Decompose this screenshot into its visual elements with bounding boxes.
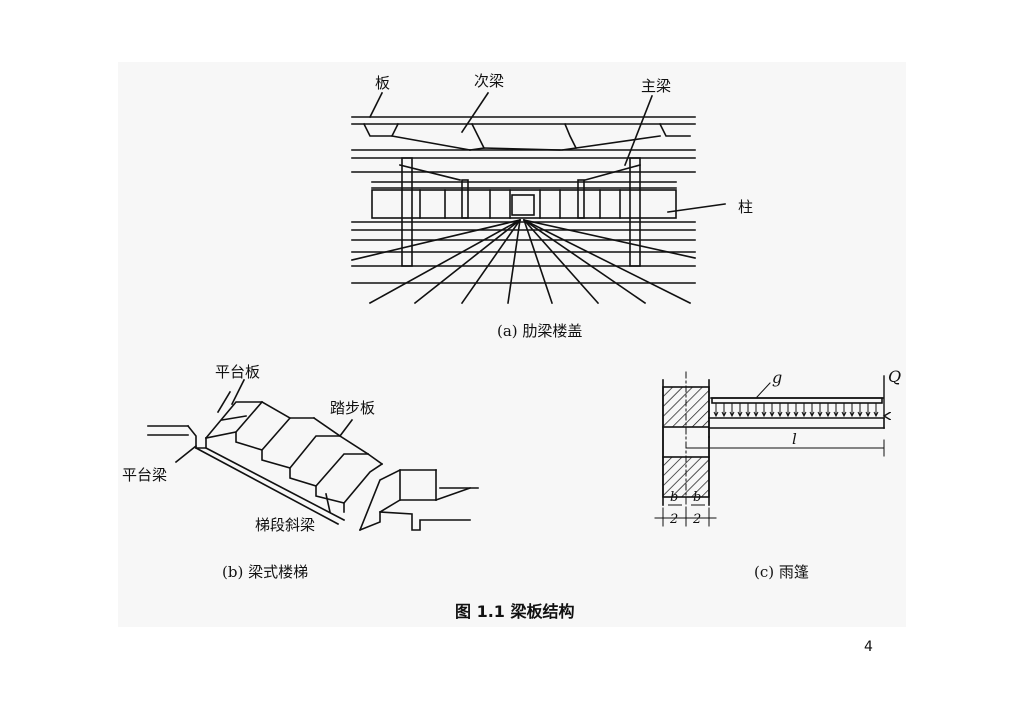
label-slab: 板: [375, 74, 390, 92]
load-arrow: [857, 403, 863, 418]
label-Q: Q: [888, 367, 901, 386]
load-arrow: [729, 403, 735, 418]
caption-c: (c) 雨篷: [754, 563, 809, 581]
load-arrow: [817, 403, 823, 418]
load-arrow: [737, 403, 743, 418]
label-column: 柱: [738, 198, 753, 216]
canopy-drawing: [654, 371, 884, 527]
label-tread-slab: 踏步板: [330, 399, 375, 417]
load-arrow: [785, 403, 791, 418]
load-arrow: [777, 403, 783, 418]
load-arrow: [793, 403, 799, 418]
load-arrow: [769, 403, 775, 418]
load-arrows: [713, 403, 879, 418]
load-arrow: [833, 403, 839, 418]
label-g: g: [772, 368, 782, 387]
load-arrow: [801, 403, 807, 418]
caption-b: (b) 梁式楼梯: [222, 563, 308, 581]
label-landing-beam: 平台梁: [122, 466, 167, 484]
label-landing-slab: 平台板: [215, 363, 260, 381]
load-arrow: [761, 403, 767, 418]
load-arrow: [841, 403, 847, 418]
beam-stair-drawing: [147, 378, 479, 532]
label-2-left: 2: [669, 512, 678, 527]
load-arrow: [713, 403, 719, 418]
label-main-beam: 主梁: [641, 77, 671, 95]
load-arrow: [753, 403, 759, 418]
load-arrow: [873, 403, 879, 418]
load-arrow: [865, 403, 871, 418]
load-arrow: [825, 403, 831, 418]
label-l: l: [792, 430, 797, 448]
figure-caption: 图 1.1 梁板结构: [455, 602, 575, 621]
ribbed-floor-drawing: [351, 91, 726, 305]
load-arrow: [809, 403, 815, 418]
label-stair-beam: 梯段斜梁: [255, 516, 315, 534]
load-arrow: [745, 403, 751, 418]
page-number: 4: [864, 639, 873, 655]
figure-panel: [118, 62, 906, 627]
load-arrow: [849, 403, 855, 418]
label-b-right: b: [693, 490, 701, 505]
label-secondary-beam: 次梁: [474, 72, 504, 90]
caption-a: (a) 肋梁楼盖: [497, 322, 582, 340]
label-b-left: b: [670, 490, 678, 505]
load-arrow: [721, 403, 727, 418]
label-2-right: 2: [692, 512, 701, 527]
